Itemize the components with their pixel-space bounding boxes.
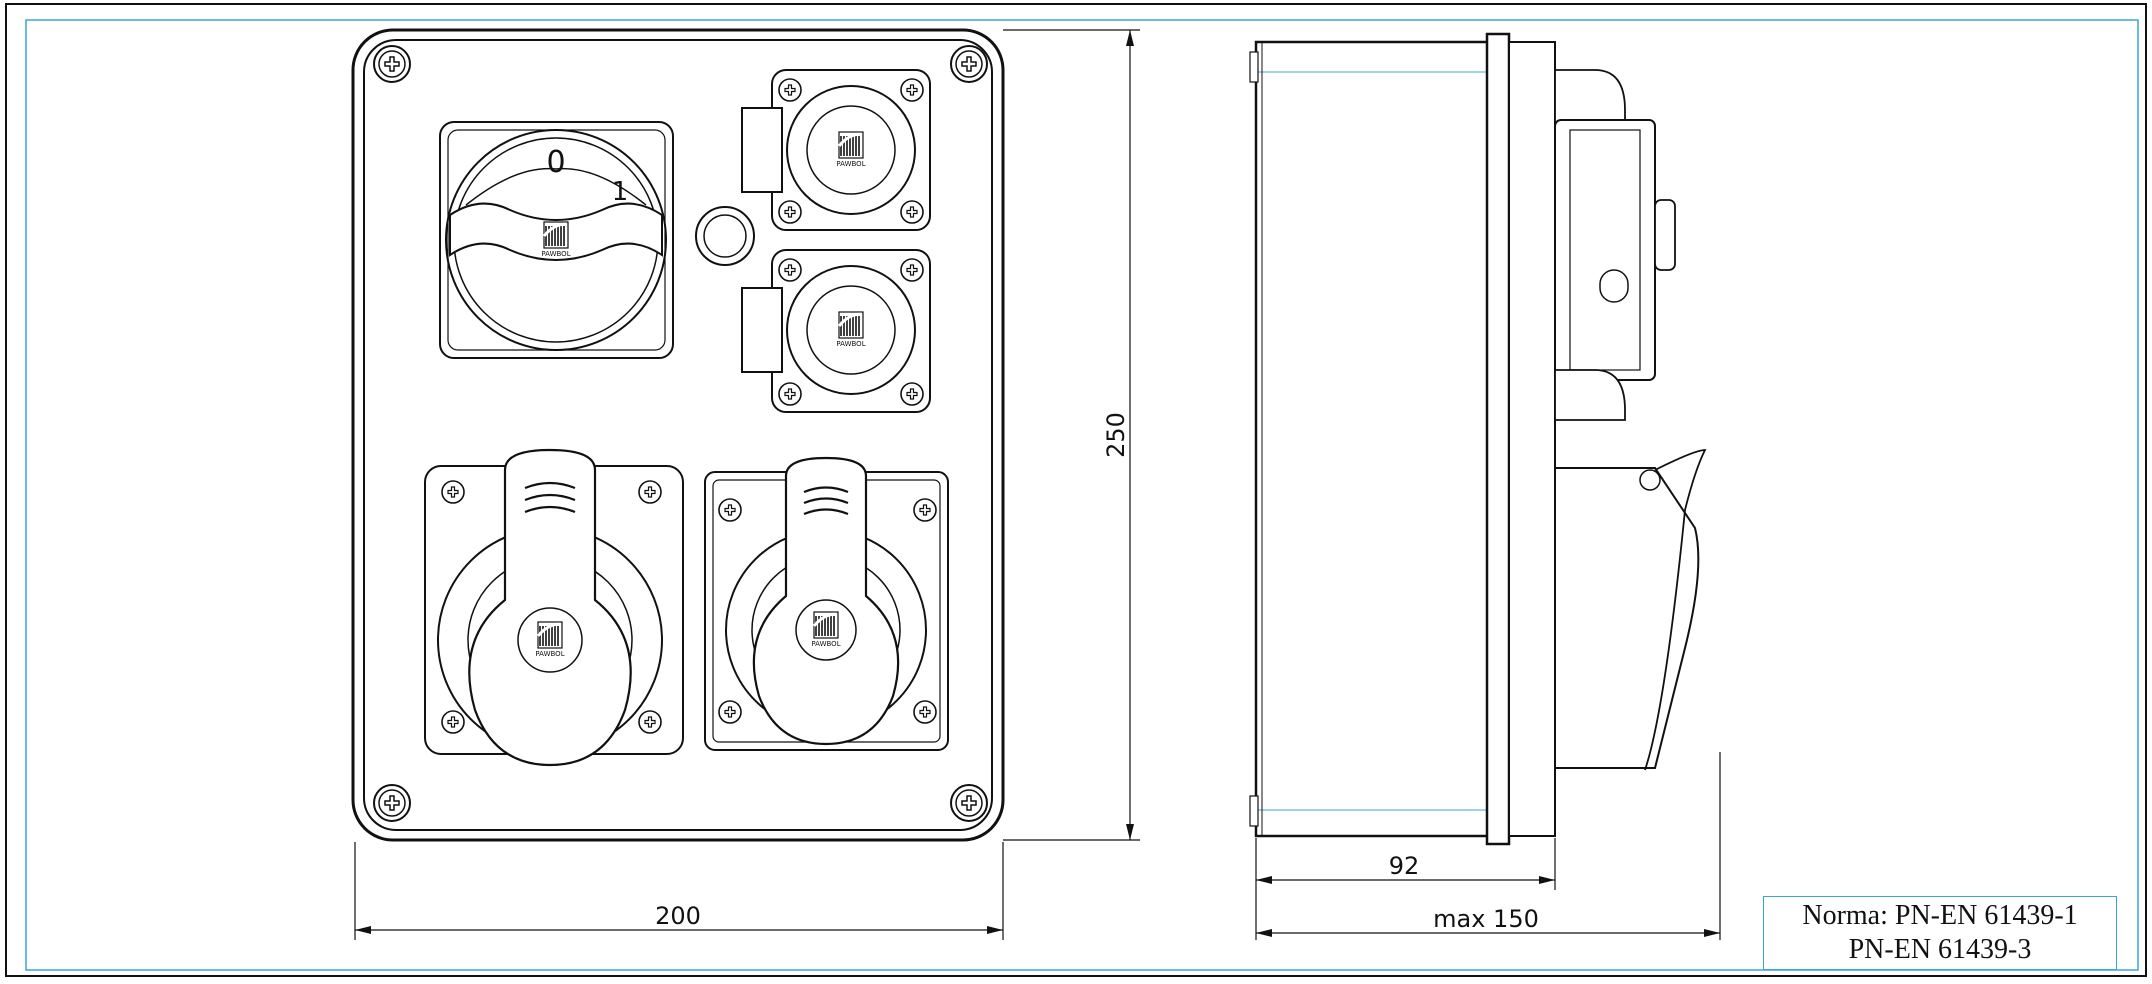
standards-box: Norma: PN-EN 61439-1 PN-EN 61439-3 <box>1763 896 2117 970</box>
dimension-max-depth: max 150 <box>1433 905 1539 933</box>
screw-icon <box>950 784 988 822</box>
large-socket-left <box>424 448 684 767</box>
screw-icon <box>950 45 988 83</box>
outer-border <box>5 3 2147 977</box>
switch-position-on: 1 <box>612 177 629 207</box>
large-socket-right <box>704 456 949 751</box>
inner-frame <box>25 19 2139 971</box>
enclosure-side <box>1254 40 1492 838</box>
standard-line-1: Norma: PN-EN 61439-1 <box>1802 900 2078 931</box>
dimension-height: 250 <box>1102 412 1130 458</box>
lid-seal <box>1485 32 1511 846</box>
main-switch: 0 1 <box>439 121 674 359</box>
socket-side <box>1554 467 1700 769</box>
small-socket-top <box>741 69 931 231</box>
dimension-depth: 92 <box>1389 852 1420 880</box>
indicator-lamp-icon <box>695 206 755 266</box>
side-view: 92 max 150 <box>1249 32 1721 940</box>
standard-line-2: PN-EN 61439-3 <box>1848 934 2032 965</box>
small-socket-bottom <box>741 249 931 413</box>
dimension-width: 200 <box>655 902 701 930</box>
front-view: 0 1 <box>351 28 1140 940</box>
screw-icon <box>373 784 411 822</box>
switch-position-off: 0 <box>546 145 565 180</box>
screw-icon <box>373 45 411 83</box>
enclosure-inner <box>363 39 993 831</box>
